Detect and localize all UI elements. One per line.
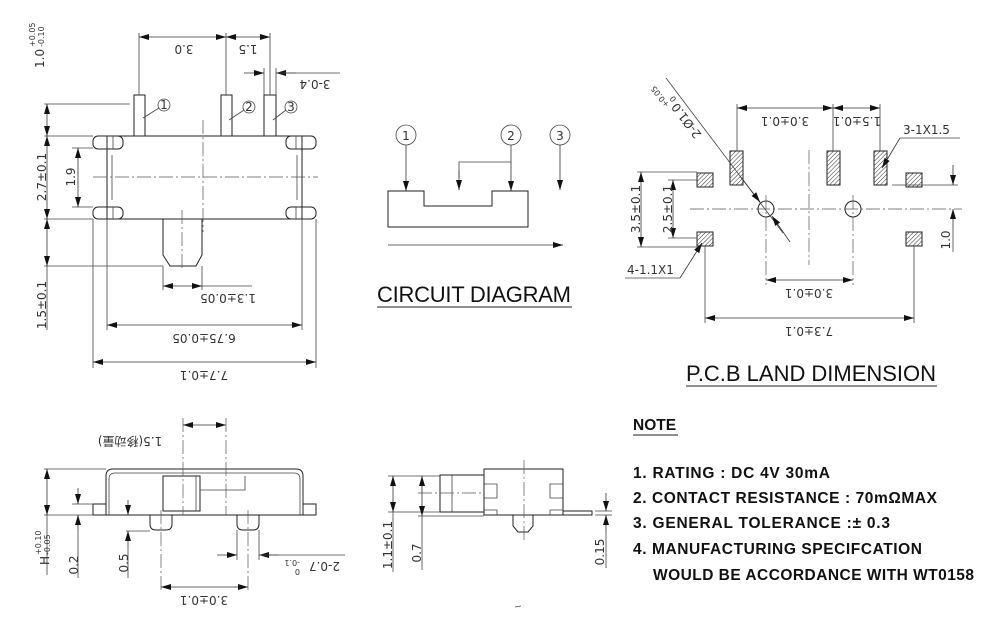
pin-callout-1: 1 bbox=[142, 98, 171, 119]
dim-body-length: 6.75±0.05 bbox=[172, 331, 236, 345]
signal-pad bbox=[873, 150, 888, 186]
note-item: WOULD BE ACCORDANCE WITH WT0158 bbox=[653, 567, 974, 584]
mount-pad bbox=[696, 172, 714, 188]
dim-pad-pitch-2: 1.5±0.1 bbox=[833, 114, 881, 128]
svg-text:2-Ø1.0: 2-Ø1.0 bbox=[669, 100, 705, 141]
dim-pin-width: 3-0.4 bbox=[299, 77, 330, 91]
dim-pin-length: 1.0 +0.05 -0.10 bbox=[28, 22, 47, 68]
terminal-2: 2 bbox=[500, 124, 522, 146]
note-item: 4. MANUFACTURING SPECIFCATION bbox=[633, 541, 922, 558]
dim-offset: 1.0 bbox=[939, 230, 953, 249]
dim-body-height: 2.7±0.1 bbox=[35, 153, 49, 201]
note-item: 2. CONTACT RESISTANCE : 70mΩMAX bbox=[633, 490, 938, 507]
pin-callout-2: 2 bbox=[228, 100, 256, 121]
dim-tab-thickness: 0.15 bbox=[593, 539, 607, 566]
end-peg bbox=[512, 515, 534, 533]
peg bbox=[236, 515, 260, 531]
label-signal-pads: 3-1X1.5 bbox=[903, 123, 950, 137]
terminal-3: 3 bbox=[549, 124, 571, 146]
dim-pin-pitch-1: 3.0 bbox=[174, 42, 193, 56]
peg bbox=[149, 515, 173, 531]
svg-text:0: 0 bbox=[668, 94, 678, 103]
dim-pin-pitch-2: 1.5 bbox=[238, 42, 257, 56]
mount-pad bbox=[905, 172, 923, 188]
pcb-title: P.C.B LAND DIMENSION bbox=[686, 361, 936, 386]
side-tab bbox=[302, 503, 317, 516]
mount-tab bbox=[285, 206, 317, 220]
side-body bbox=[105, 468, 304, 516]
dim-tab-spacing: 1.9 bbox=[64, 167, 78, 186]
svg-text:+0.05: +0.05 bbox=[649, 84, 671, 109]
dim-mount-span: 7.3±0.1 bbox=[785, 324, 833, 338]
mount-tab bbox=[92, 135, 124, 150]
mount-pad bbox=[905, 231, 923, 247]
svg-text:2: 2 bbox=[245, 100, 253, 114]
end-view: 1.1±0.1 0.7 0.15 bbox=[381, 460, 612, 608]
dim-travel: 1.5(移动量) bbox=[98, 434, 162, 448]
svg-text:1: 1 bbox=[160, 98, 168, 112]
side-view: 1.5(移动量) H +0.10 -0.05 0.2 0.5 2-0.7 0 -… bbox=[34, 418, 345, 607]
svg-text:2-0.7: 2-0.7 bbox=[309, 559, 340, 573]
end-tab bbox=[562, 510, 593, 516]
svg-text:0: 0 bbox=[295, 567, 300, 576]
svg-text:2: 2 bbox=[507, 129, 515, 143]
svg-text:3: 3 bbox=[287, 100, 295, 114]
pin-1 bbox=[133, 94, 146, 137]
top-view: 1 2 3 3.0 1.5 3-0.4 1.0 +0.05 -0.1 bbox=[28, 22, 340, 382]
dim-body: 0.7 bbox=[410, 543, 424, 562]
dim-hole-pitch: 3.0±0.1 bbox=[785, 286, 833, 300]
dim-height: H +0.10 -0.05 bbox=[34, 530, 52, 565]
note-item: 3. GENERAL TOLERANCE :± 0.3 bbox=[633, 515, 890, 532]
svg-text:-0.1: -0.1 bbox=[284, 558, 300, 567]
circuit-diagram: 1 2 3 CIRCUIT DIAGRAM bbox=[377, 124, 572, 308]
svg-text:-0.05: -0.05 bbox=[43, 534, 52, 555]
signal-pad bbox=[826, 150, 841, 186]
dim-mount-inner: 2.5±0.1 bbox=[661, 185, 675, 233]
mount-tab bbox=[92, 206, 124, 220]
dim-actuator: 1.1±0.1 bbox=[381, 521, 395, 569]
note-item: 1. RATING : DC 4V 30mA bbox=[633, 465, 830, 482]
dim-overall-length: 7.7±0.1 bbox=[180, 368, 228, 382]
dim-peg: 0.5 bbox=[117, 553, 131, 572]
mount-tab bbox=[285, 135, 317, 150]
pin-3 bbox=[263, 94, 277, 137]
pcb-land-dimension: 3.0±0.1 1.5±0.1 3-1X1.5 2-Ø1.0 +0.05 0 3… bbox=[625, 77, 962, 387]
slider-actuator bbox=[162, 219, 203, 267]
svg-text:1.0: 1.0 bbox=[33, 49, 47, 68]
side-slider bbox=[162, 475, 201, 512]
dim-mount-outer: 3.5±0.1 bbox=[629, 185, 643, 233]
dim-slider-width: 1.3±0.05 bbox=[200, 291, 256, 305]
end-actuator bbox=[439, 474, 485, 513]
pin-2 bbox=[220, 94, 233, 137]
circuit-diagram-title: CIRCUIT DIAGRAM bbox=[377, 282, 571, 307]
svg-text:3: 3 bbox=[556, 129, 564, 143]
side-tab bbox=[92, 503, 107, 516]
svg-text:1: 1 bbox=[402, 129, 410, 143]
dim-tab: 0.2 bbox=[67, 555, 81, 574]
dim-hole-diameter: 2-Ø1.0 +0.05 0 bbox=[649, 84, 705, 141]
dim-slider-length: 1.5±0.1 bbox=[35, 281, 49, 329]
pin-callout-3: 3 bbox=[272, 100, 298, 121]
svg-text:-0.10: -0.10 bbox=[37, 26, 46, 47]
svg-text:H: H bbox=[38, 556, 52, 565]
dim-peg-diameter: 2-0.7 0 -0.1 bbox=[284, 558, 340, 576]
signal-pad bbox=[729, 150, 744, 186]
switch-body bbox=[106, 135, 303, 220]
end-body bbox=[483, 468, 564, 516]
notes: NOTE 1. RATING : DC 4V 30mA 2. CONTACT R… bbox=[633, 417, 974, 584]
svg-text:+0.05: +0.05 bbox=[28, 22, 37, 47]
notes-title: NOTE bbox=[633, 417, 676, 434]
dim-peg-pitch: 3.0±0.1 bbox=[180, 593, 228, 607]
dim-pad-pitch-1: 3.0±0.1 bbox=[761, 114, 809, 128]
svg-text:+0.10: +0.10 bbox=[34, 530, 43, 555]
terminal-1: 1 bbox=[395, 124, 417, 146]
contact-slider bbox=[387, 190, 529, 228]
mount-pad bbox=[696, 231, 714, 247]
label-mount-pads: 4-1.1X1 bbox=[627, 263, 674, 277]
